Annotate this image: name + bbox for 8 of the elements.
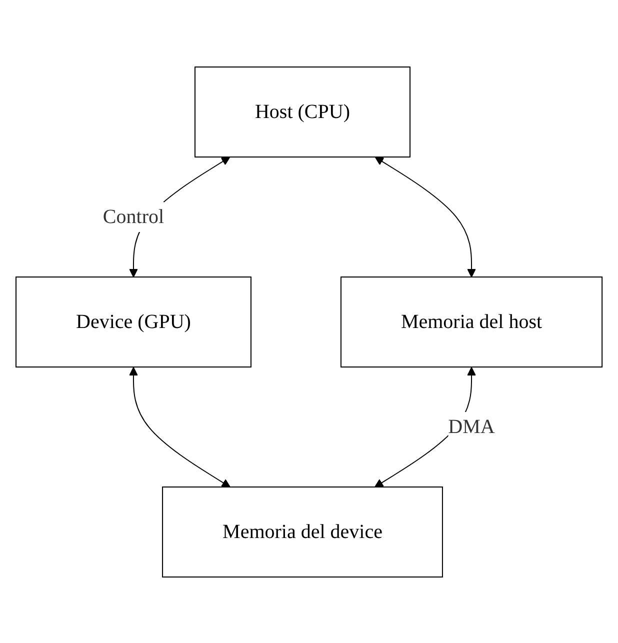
node-box: Device (GPU) [15, 276, 252, 367]
node-box: Host (CPU) [194, 66, 410, 157]
arrow [374, 156, 476, 277]
arrow [129, 366, 230, 487]
edge-label: Control [102, 206, 164, 228]
node-box: Memoria del device [162, 486, 443, 577]
node-box: Memoria del host [340, 276, 603, 367]
edge-label: DMA [448, 416, 495, 438]
